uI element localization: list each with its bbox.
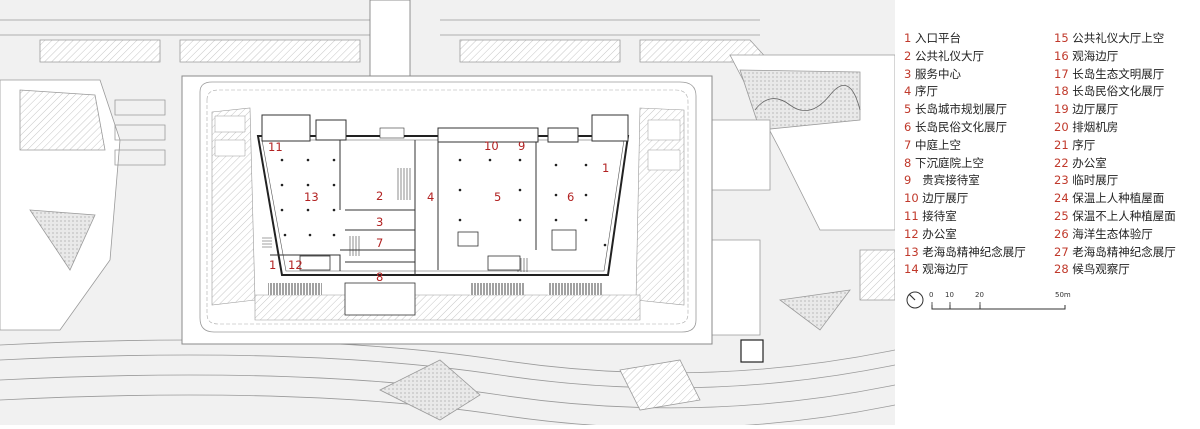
legend-item: 21 序厅 <box>1054 137 1096 152</box>
scale-tick-label: 0 <box>929 291 933 299</box>
room-label: 13 <box>304 190 319 204</box>
legend-item: 20 排烟机房 <box>1054 119 1119 134</box>
floor-plan-drawing: 11 10 9 1 13 2 4 5 6 3 7 1 12 8 <box>0 0 896 429</box>
legend-item: 24 保温上人种植屋面 <box>1054 191 1165 206</box>
room-label: 6 <box>567 190 574 204</box>
legend-item: 17 长岛生态文明展厅 <box>1054 66 1165 81</box>
site-context <box>0 0 896 429</box>
legend-left-column: 1 入口平台 2 公共礼仪大厅 3 服务中心 4 序厅 5 长岛城市规划展厅 6… <box>904 30 1026 279</box>
legend-item: 16 观海边厅 <box>1054 48 1119 63</box>
room-label: 4 <box>427 190 434 204</box>
legend-item: 14 观海边厅 <box>904 262 969 277</box>
legend-item: 25 保温不上人种植屋面 <box>1054 208 1176 223</box>
room-label: 1 <box>602 161 609 175</box>
room-label: 8 <box>376 270 383 284</box>
legend-item: 27 老海岛精神纪念展厅 <box>1054 244 1176 259</box>
legend-item: 2 公共礼仪大厅 <box>904 48 984 63</box>
legend-item: 22 办公室 <box>1054 155 1107 170</box>
legend-item: 18 长岛民俗文化展厅 <box>1054 84 1165 99</box>
room-label: 3 <box>376 215 383 229</box>
legend-item: 19 边厅展厅 <box>1054 102 1119 117</box>
legend-item: 4 序厅 <box>904 84 938 99</box>
scale-tick-label: 50m <box>1055 291 1071 299</box>
legend: 1 入口平台 2 公共礼仪大厅 3 服务中心 4 序厅 5 长岛城市规划展厅 6… <box>895 0 1200 425</box>
room-label: 5 <box>494 190 501 204</box>
scale-tick-label: 20 <box>975 291 984 299</box>
room-label: 10 <box>484 139 499 153</box>
room-label: 2 <box>376 189 383 203</box>
building-outline <box>256 114 630 276</box>
room-labels: 11 10 9 1 13 2 4 5 6 3 7 1 12 8 <box>268 139 609 284</box>
room-label: 1 <box>269 258 276 272</box>
room-label: 7 <box>376 236 383 250</box>
legend-item: 23 临时展厅 <box>1054 173 1119 188</box>
legend-item: 28 候鸟观察厅 <box>1054 262 1130 277</box>
legend-item: 8 下沉庭院上空 <box>904 155 984 170</box>
room-label: 12 <box>288 258 303 272</box>
scale-tick-label: 10 <box>945 291 954 299</box>
legend-item: 10 边厅展厅 <box>904 191 969 206</box>
legend-item: 7 中庭上空 <box>904 137 961 152</box>
legend-item: 9 贵宾接待室 <box>904 173 980 188</box>
legend-item: 11 接待室 <box>904 208 957 223</box>
legend-item: 26 海洋生态体验厅 <box>1054 226 1153 241</box>
legend-item: 12 办公室 <box>904 226 957 241</box>
legend-item: 3 服务中心 <box>904 66 961 81</box>
legend-item: 15 公共礼仪大厅上空 <box>1054 31 1165 45</box>
legend-item: 5 长岛城市规划展厅 <box>904 102 1007 117</box>
site-floor-plan: 11 10 9 1 13 2 4 5 6 3 7 1 12 8 <box>0 0 896 429</box>
room-label: 11 <box>268 140 283 154</box>
legend-item: 6 长岛民俗文化展厅 <box>904 119 1007 134</box>
legend-item: 13 老海岛精神纪念展厅 <box>904 244 1026 259</box>
legend-right-column: 15 公共礼仪大厅上空 16 观海边厅 17 长岛生态文明展厅 18 长岛民俗文… <box>1054 30 1176 279</box>
room-label: 9 <box>518 139 525 153</box>
legend-item: 1 入口平台 <box>904 31 961 45</box>
north-arrow-icon <box>906 291 924 309</box>
scale-bar: 0 10 20 50m <box>906 291 1071 310</box>
